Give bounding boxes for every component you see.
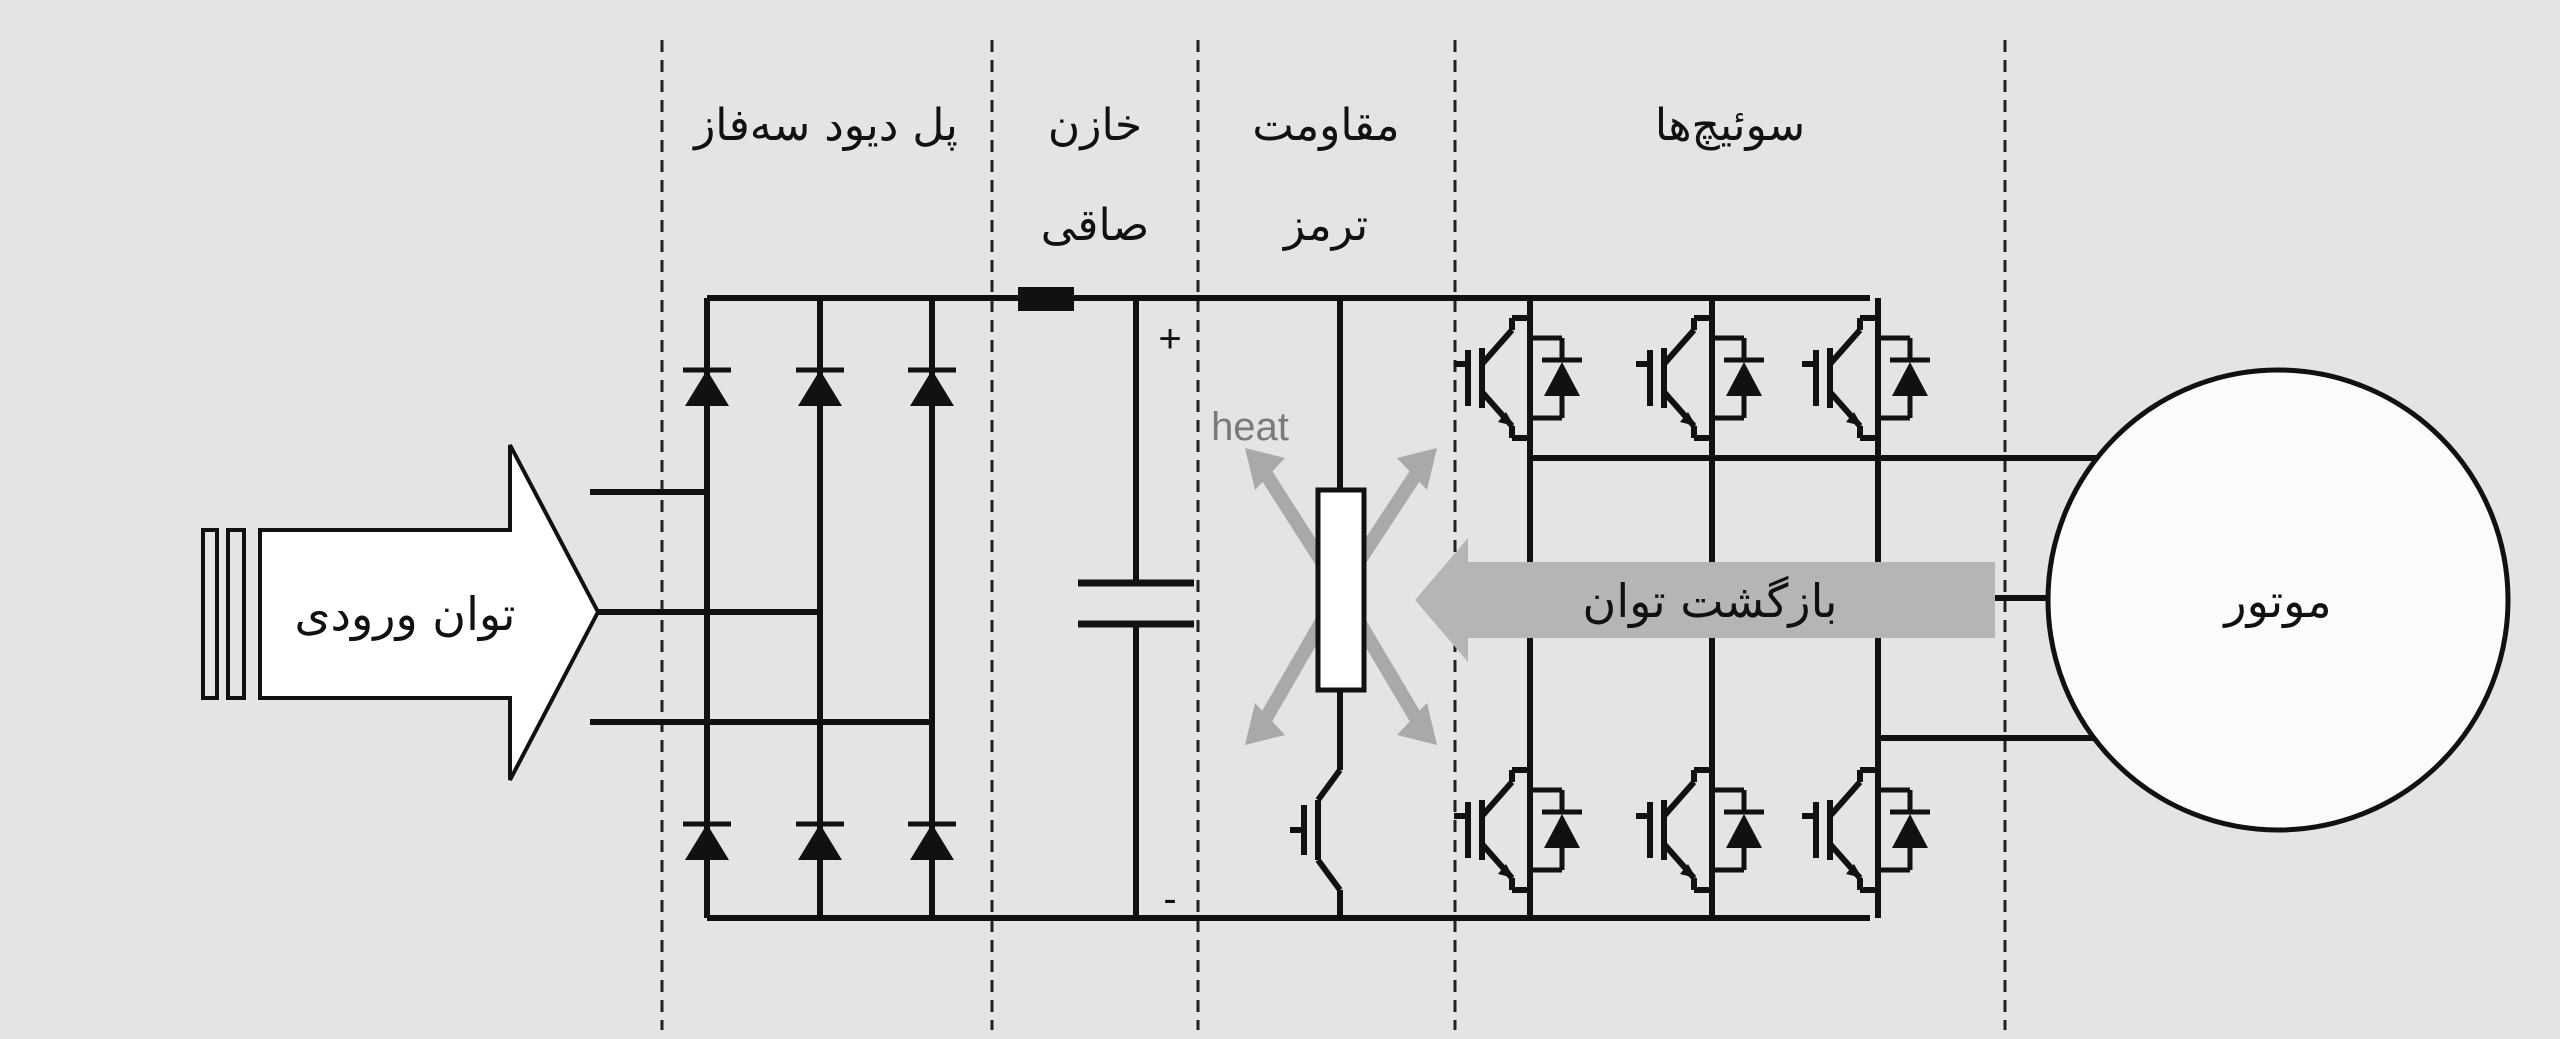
igbt-icon: [1454, 318, 1582, 438]
section-dividers: [660, 40, 2007, 1030]
filter-capacitor: + -: [1078, 298, 1194, 921]
label-capacitor-2: صاقی: [1041, 200, 1149, 251]
igbt-icon: [1636, 770, 1764, 890]
label-switches: سوئیچ‌ها: [1655, 100, 1805, 151]
minus-sign: -: [1163, 877, 1176, 921]
diode-icon: [796, 370, 844, 406]
diode-icon: [796, 824, 844, 860]
plus-sign: +: [1158, 317, 1181, 361]
motor: موتور: [2045, 367, 2511, 833]
heat-label: heat: [1211, 405, 1289, 449]
power-return-arrow: بازگشت توان: [1415, 538, 1995, 662]
diode-icon: [683, 824, 731, 860]
power-return-label: بازگشت توان: [1583, 574, 1838, 629]
igbt-icon: [1636, 318, 1764, 438]
diode-icon: [908, 370, 956, 406]
diode-icon: [908, 824, 956, 860]
label-capacitor-1: خازن: [1048, 100, 1142, 151]
label-brake-2: ترمز: [1282, 200, 1368, 251]
diode-bridge: [683, 298, 956, 918]
igbt-icon: [1802, 318, 1930, 438]
igbt-icon: [1802, 770, 1930, 890]
label-diode-bridge: پل دیود سه‌فاز: [692, 100, 958, 151]
igbt-icon: [1454, 770, 1582, 890]
input-phase-lines: [590, 489, 932, 725]
label-brake-1: مقاومت: [1252, 100, 1399, 151]
input-power-arrow: توان ورودی: [201, 444, 601, 781]
motor-label: موتور: [2222, 574, 2331, 629]
input-power-label: توان ورودی: [295, 587, 516, 642]
diode-icon: [683, 370, 731, 406]
inductor-block: [1018, 287, 1074, 311]
brake-resistor: heat: [1211, 298, 1437, 918]
